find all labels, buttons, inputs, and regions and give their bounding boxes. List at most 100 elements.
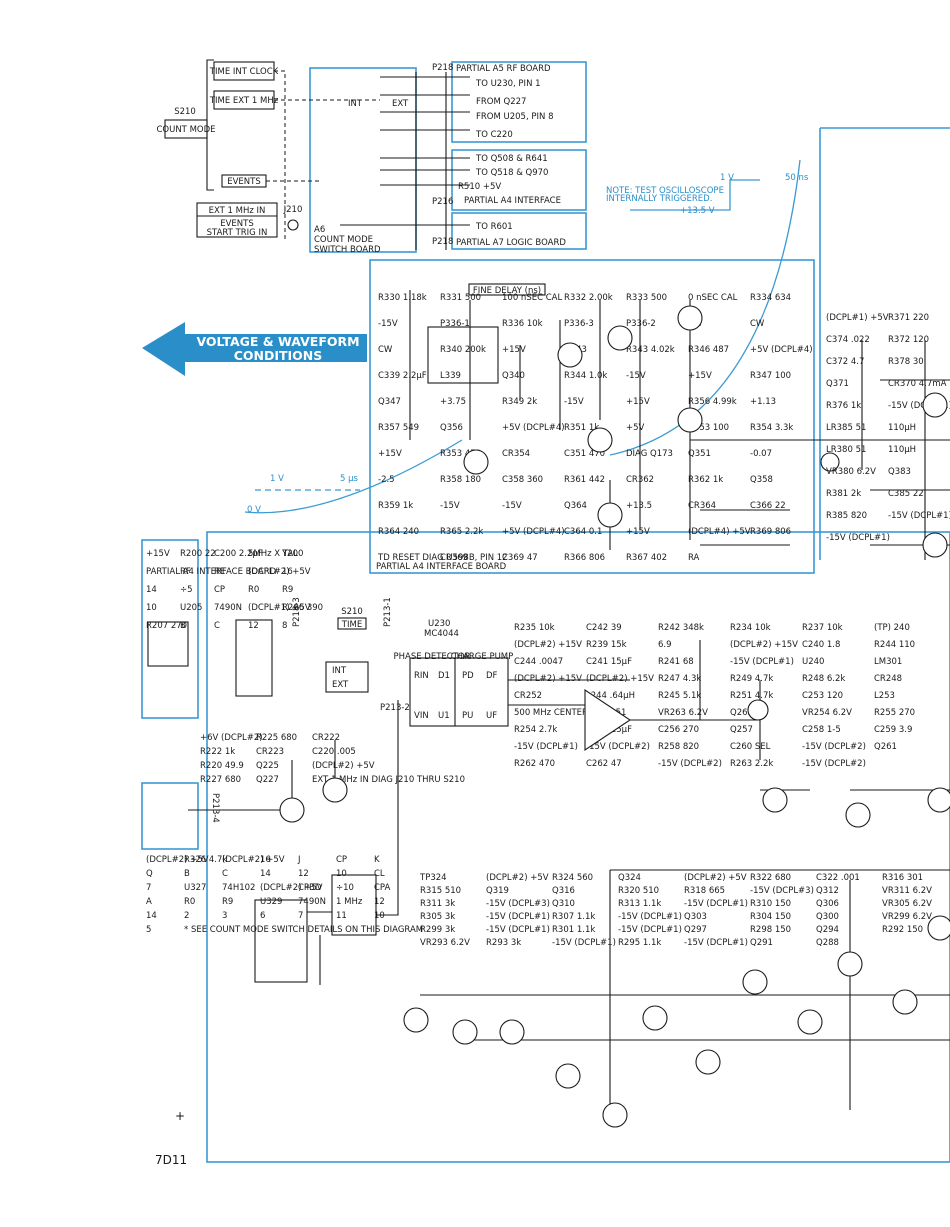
component-label: CR354 <box>502 449 530 459</box>
component-label: VR305 6.2V <box>882 899 932 909</box>
component-label: R333 500 <box>626 293 667 303</box>
component-label: +5V (DCPL#4) <box>502 423 565 433</box>
component-label: -15V (DCPL#1) <box>618 925 682 935</box>
a7-title: PARTIAL A7 LOGIC BOARD <box>456 238 566 248</box>
component-label: Q383 <box>888 467 911 477</box>
component-label: -0.07 <box>750 449 772 459</box>
probe-line-2 <box>244 439 463 514</box>
scope2-level: 0 V <box>247 505 261 515</box>
component-label: +15V <box>626 527 650 537</box>
component-label: R244 110 <box>874 640 915 650</box>
component-label: CW <box>750 319 765 329</box>
s210-int: INT <box>332 666 347 676</box>
q227-transistor <box>322 777 348 803</box>
component-label: 7 <box>298 911 303 921</box>
component-label: R346 487 <box>688 345 729 355</box>
component-label: +15V <box>146 549 170 559</box>
component-label: CR364 <box>688 501 716 511</box>
interface-board-title: PARTIAL A4 INTERFACE BOARD <box>376 562 507 572</box>
q351-transistor <box>463 449 489 475</box>
component-label: +15V <box>378 449 402 459</box>
component-label: (DCPL#2) +15V <box>586 674 654 684</box>
component-label: -15V (DCPL#3) <box>750 886 814 896</box>
component-label: C240 1.8 <box>802 640 840 650</box>
q303-transistor <box>695 1049 721 1075</box>
q364-transistor <box>677 407 703 433</box>
s210-time-label: TIME <box>341 620 362 630</box>
component-label: EXT 1 MHz IN DIAG J210 THRU S210 <box>312 775 465 785</box>
p213-2-label: P213-2 <box>380 703 410 713</box>
a4-top-title: PARTIAL A4 INTERFACE <box>464 196 561 206</box>
component-label: C374 .022 <box>826 335 870 345</box>
component-label: CR248 <box>874 674 902 684</box>
u230-part: MC4044 <box>424 629 459 639</box>
component-label: Q310 <box>552 899 575 909</box>
component-label: PARTIAL A4 INTERFACE BOARD <box>146 567 277 577</box>
q324-transistor <box>403 1007 429 1033</box>
component-label: (DCPL#2) +5V <box>260 883 323 893</box>
component-label: R263 2.2k <box>730 759 773 769</box>
component-label: R344 1.0k <box>564 371 607 381</box>
component-label: R307 1.1k <box>552 912 595 922</box>
component-label: +5V (DCPL#4) <box>750 345 813 355</box>
component-label: R340 200k <box>440 345 486 355</box>
events-label: EVENTS <box>227 177 261 187</box>
component-label: C364 0.1 <box>564 527 602 537</box>
y200-crystal <box>147 621 189 667</box>
time-int-clock-label: TIME INT CLOCK <box>209 67 279 77</box>
component-label: +15V <box>626 397 650 407</box>
component-label: -15V (DCPL#1) <box>888 511 950 521</box>
component-label: DF <box>486 671 498 681</box>
component-label: R255 270 <box>874 708 915 718</box>
component-label: Q358 <box>750 475 773 485</box>
component-label: R331 500 <box>440 293 481 303</box>
s210-time-box <box>337 617 367 630</box>
component-label: (DCPL#1) +5V <box>826 313 889 323</box>
q347-transistor <box>677 305 703 331</box>
component-label: ÷10 <box>336 883 354 893</box>
component-label: LR385 51 <box>826 423 866 433</box>
u230-chip <box>409 657 509 727</box>
component-label: Q340 <box>502 371 525 381</box>
arrow-line1: VOLTAGE & WAVEFORM <box>196 334 359 349</box>
component-label: R298 150 <box>750 925 791 935</box>
component-label: -15V (DCPL#2) <box>802 742 866 752</box>
component-label: Q225 <box>256 761 279 771</box>
component-label: -15V (DCPL#1) <box>684 899 748 909</box>
component-label: Q288 <box>816 938 839 948</box>
p218-3-label: P218-3 <box>292 597 302 627</box>
p218-label: P218 <box>432 63 453 73</box>
component-label: Y200 <box>281 549 303 559</box>
component-label: R237 10k <box>802 623 843 633</box>
q265-transistor <box>927 787 950 813</box>
a6-title: A6 <box>314 225 325 235</box>
component-label: (DCPL#2) +15V <box>730 640 798 650</box>
component-label: R227 680 <box>200 775 241 785</box>
component-label: CW <box>378 345 393 355</box>
scope1-t: 50 ns <box>785 173 809 183</box>
component-label: VR380 6.2V <box>826 467 876 477</box>
scope2-v: 1 V <box>270 474 284 484</box>
component-label: R324 560 <box>552 873 593 883</box>
component-label: +15V <box>502 345 526 355</box>
scope1-v: 1 V <box>720 173 734 183</box>
component-label: B <box>180 621 186 631</box>
u329-chip <box>331 874 377 936</box>
component-label: Q347 <box>378 397 401 407</box>
component-label: R367 402 <box>626 553 667 563</box>
component-label: CL <box>374 869 385 879</box>
q378-transistor <box>922 392 948 418</box>
component-label: 14 <box>260 869 271 879</box>
component-label: 7490N <box>214 603 242 613</box>
component-label: R361 442 <box>564 475 605 485</box>
component-label: Q364 <box>564 501 587 511</box>
component-label: 10 <box>336 869 347 879</box>
voltage-waveform-arrow[interactable] <box>142 322 367 376</box>
component-label: -15V (DCPL#3) <box>486 899 550 909</box>
scope1-level: +13.5 V <box>680 206 715 216</box>
a7-item-1: TO R601 <box>475 222 513 232</box>
component-label: -15V <box>502 501 522 511</box>
component-label: C200 2.2µF <box>214 549 263 559</box>
a7-board-frame <box>451 212 587 250</box>
